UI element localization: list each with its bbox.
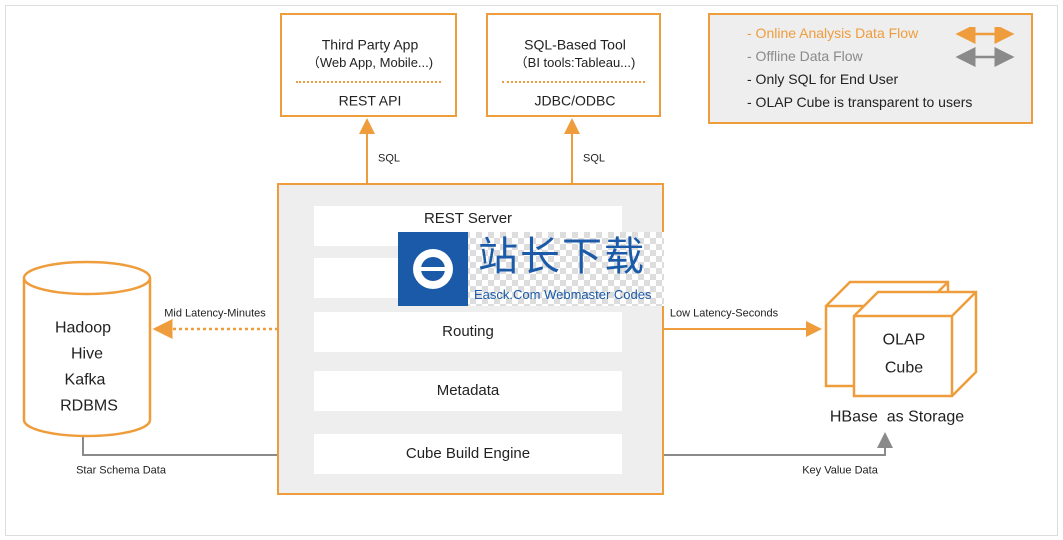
cube-line-cube: Cube bbox=[884, 359, 924, 377]
legend-sql-only: - Only SQL for End User bbox=[747, 71, 899, 87]
legend: - Online Analysis Data Flow - Offline Da… bbox=[708, 13, 1033, 124]
watermark-english: Easck.Com Webmaster Codes bbox=[474, 287, 652, 302]
sql-label: SQL bbox=[377, 152, 401, 165]
mid-latency-label: Mid Latency-Minutes bbox=[164, 307, 266, 320]
source-kafka: Kafka bbox=[64, 371, 106, 389]
legend-arrows bbox=[955, 27, 1015, 67]
source-hadoop: Hadoop bbox=[54, 319, 112, 337]
watermark-logo: 站长下载 Easck.Com Webmaster Codes bbox=[398, 232, 664, 306]
client-title: SQL-Based Tool bbox=[524, 36, 626, 53]
divider bbox=[296, 81, 441, 83]
hbase-storage-caption: HBase as Storage bbox=[829, 408, 965, 426]
cube-build-engine-row: Cube Build Engine bbox=[314, 434, 622, 474]
routing-row: Routing bbox=[314, 312, 622, 352]
sql-tool-box: SQL-Based Tool （BI tools:Tableau...) JDB… bbox=[486, 13, 661, 117]
client-subtitle: （BI tools:Tableau...) bbox=[514, 55, 636, 71]
low-latency-label: Low Latency-Seconds bbox=[669, 307, 779, 320]
client-title: Third Party App bbox=[321, 36, 419, 53]
client-subtitle: （Web App, Mobile...) bbox=[306, 55, 434, 71]
olap-cube-icon bbox=[824, 280, 978, 398]
metadata-row: Metadata bbox=[314, 371, 622, 411]
third-party-app-box: Third Party App （Web App, Mobile...) RES… bbox=[280, 13, 457, 117]
legend-cube-transparent: - OLAP Cube is transparent to users bbox=[747, 94, 973, 110]
star-schema-label: Star Schema Data bbox=[76, 464, 166, 477]
rest-api-label: REST API bbox=[338, 92, 402, 109]
key-value-label: Key Value Data bbox=[802, 464, 878, 477]
sql-label: SQL bbox=[582, 152, 606, 165]
watermark-chinese: 站长下载 bbox=[478, 235, 646, 279]
legend-offline: - Offline Data Flow bbox=[747, 48, 863, 64]
star-schema-arrow bbox=[82, 435, 312, 463]
cube-line-olap: OLAP bbox=[882, 331, 926, 349]
source-hive: Hive bbox=[70, 345, 104, 363]
watermark-e-icon bbox=[398, 232, 468, 306]
jdbc-label: JDBC/ODBC bbox=[534, 92, 616, 109]
legend-online: - Online Analysis Data Flow bbox=[747, 25, 919, 41]
frame bbox=[5, 5, 1058, 536]
divider bbox=[502, 81, 645, 83]
data-source-cylinder bbox=[22, 260, 152, 438]
source-rdbms: RDBMS bbox=[60, 397, 118, 415]
key-value-arrow bbox=[632, 432, 893, 456]
